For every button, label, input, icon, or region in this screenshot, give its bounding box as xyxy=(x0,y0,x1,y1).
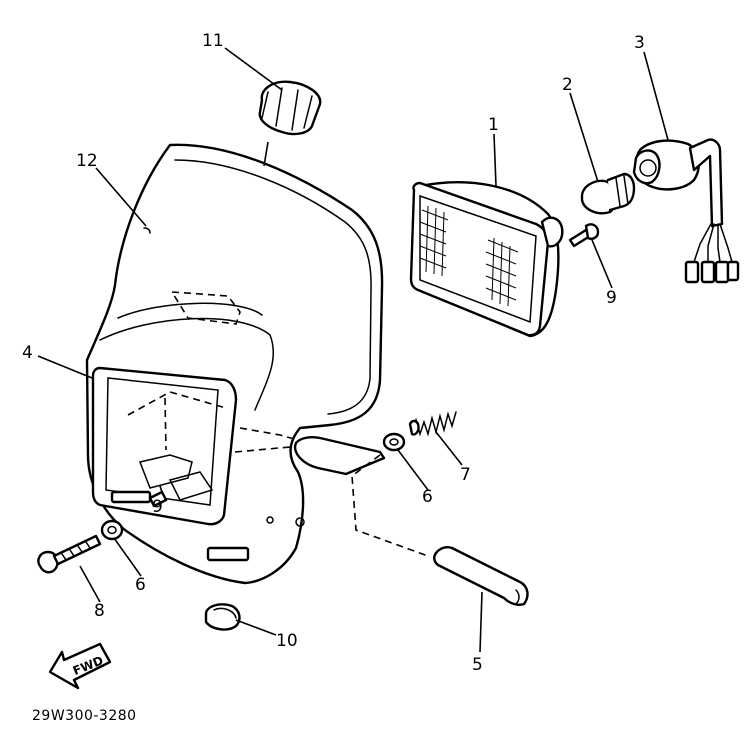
leader-lines xyxy=(37,47,669,653)
cap-part xyxy=(258,80,322,136)
callout-9b: 9 xyxy=(152,497,163,517)
callouts: 1 2 3 4 5 6 6 7 8 9 9 10 11 12 xyxy=(22,31,645,675)
diagram-code: 29W300-3280 xyxy=(32,708,137,724)
callout-6a: 6 xyxy=(135,575,146,595)
callout-12: 12 xyxy=(76,151,98,171)
bulb-part xyxy=(580,172,636,215)
callout-8: 8 xyxy=(94,601,105,621)
callout-7: 7 xyxy=(460,465,471,485)
callout-11: 11 xyxy=(202,31,224,51)
callout-1: 1 xyxy=(488,115,499,135)
strap-part xyxy=(293,436,529,606)
callout-2: 2 xyxy=(562,75,573,95)
headlight-cover-part xyxy=(85,143,384,585)
socket-cord-part xyxy=(632,138,740,284)
screw-part-9 xyxy=(568,223,600,248)
callout-4: 4 xyxy=(22,343,33,363)
callout-10: 10 xyxy=(276,631,298,651)
washer-part-right xyxy=(382,432,406,452)
spring-part xyxy=(408,411,457,437)
grommet-part xyxy=(204,603,241,631)
callout-3: 3 xyxy=(634,33,645,53)
washer-part-left xyxy=(100,519,124,541)
bolt-part xyxy=(37,534,102,574)
callout-9a: 9 xyxy=(606,288,617,308)
callout-6b: 6 xyxy=(422,487,433,507)
headlight-unit-part xyxy=(409,181,564,338)
screw-part-9b xyxy=(148,490,168,508)
fwd-arrow-icon: FWD xyxy=(48,642,112,690)
callout-5: 5 xyxy=(472,655,483,675)
